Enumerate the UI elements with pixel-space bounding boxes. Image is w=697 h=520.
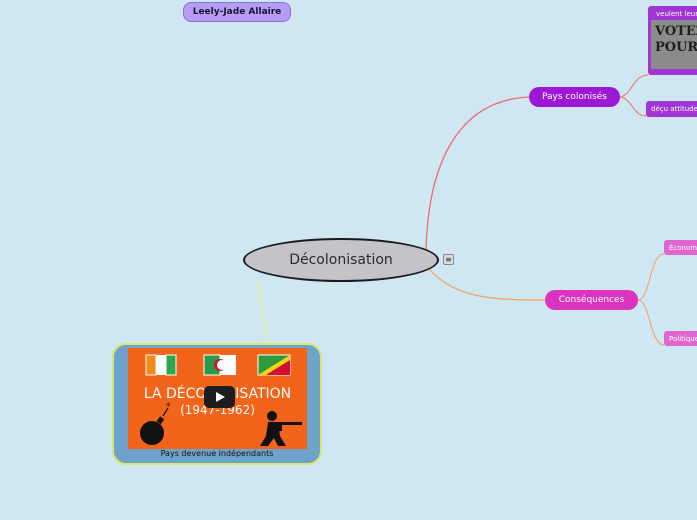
bomb-icon: * [140,402,171,445]
connector-cons-pol [637,299,665,346]
subtopic-veulent-label: veulent leur [656,10,697,18]
connector-pays-decu [619,96,647,117]
connector-cons-eco [637,253,665,301]
photo-sign-text-2: POUR [655,40,697,55]
photo-sign-text-1: VOTEZ [655,24,697,39]
algeria-flag-icon [203,354,236,376]
connector-pays-veulent [619,74,649,98]
subtopic-decu-attitude[interactable]: déçu attitude [646,101,697,117]
subtopic-veulent-leur[interactable]: veulent leur VOTEZ POUR [648,6,697,75]
protest-photo: VOTEZ POUR [651,20,697,69]
connector-root-consequences [427,267,546,301]
connector-root-pays [425,96,530,253]
subtopic-economie[interactable]: Économ [664,240,697,255]
topic-menu-icon[interactable]: ≡ [443,254,454,265]
topic-pays-colonises[interactable]: Pays colonisés [529,87,620,107]
svg-text:*: * [166,402,171,412]
video-title-line2: (1947-1962) [180,403,255,417]
author-label[interactable]: Leely-Jade Allaire [183,2,291,22]
play-icon [216,392,225,402]
video-thumbnail[interactable]: * LA DÉCOLONISATION (1947-1962) [128,348,307,449]
video-node[interactable]: * LA DÉCOLONISATION (1947-1962) Pays dev… [112,343,322,465]
play-button[interactable] [204,386,235,408]
topic-consequences[interactable]: Conséquences [545,290,638,310]
ivory-coast-flag-icon [145,354,177,376]
connector-root-video [257,279,269,345]
subtopic-politique[interactable]: Politique [664,331,697,346]
congo-flag-icon [257,354,291,376]
central-topic[interactable]: Décolonisation [243,238,439,282]
soldier-icon [260,411,302,446]
thumbnail-graphics: * [140,354,302,446]
video-caption: Pays devenue indépendants [160,449,274,458]
